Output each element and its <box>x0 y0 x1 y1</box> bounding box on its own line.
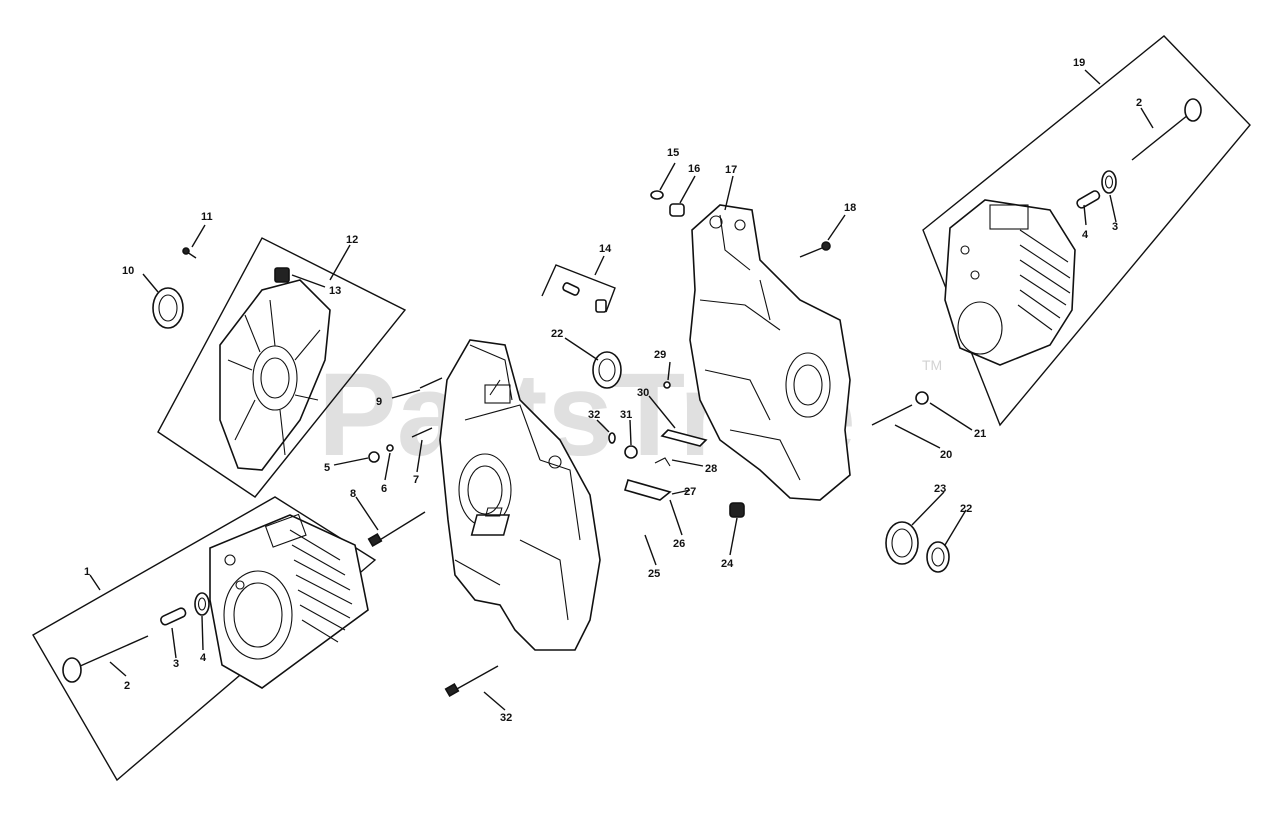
valve-guide-right[interactable] <box>1076 190 1101 210</box>
label-8: 8 <box>350 488 356 500</box>
shim-27[interactable] <box>624 479 672 501</box>
label-7: 7 <box>413 474 419 486</box>
oil-seal-23[interactable] <box>885 521 919 565</box>
label-24: 24 <box>721 558 734 570</box>
label-29: 29 <box>654 349 666 361</box>
oring-15[interactable] <box>650 190 664 200</box>
stud-20[interactable] <box>871 404 913 426</box>
bearing-22-right[interactable] <box>926 541 950 573</box>
label-31: 31 <box>620 409 632 421</box>
bearing-22-left[interactable] <box>592 351 622 389</box>
oil-fill-plug[interactable] <box>274 267 290 283</box>
leader-lines <box>89 69 1154 711</box>
label-1: 1 <box>84 566 90 578</box>
label-10: 10 <box>122 265 134 277</box>
label-17: 17 <box>725 164 737 176</box>
oring-32-mid[interactable] <box>608 432 616 444</box>
label-2-left: 2 <box>124 680 130 692</box>
screw-8[interactable] <box>367 511 426 548</box>
label-19: 19 <box>1073 57 1085 69</box>
valve-seal-right[interactable] <box>1101 170 1117 194</box>
label-18: 18 <box>844 202 856 214</box>
valve-left[interactable] <box>62 635 149 683</box>
label-26: 26 <box>673 538 685 550</box>
callout-labels: 1 2 3 4 5 6 7 8 9 10 11 12 13 14 22 29 3… <box>84 57 1142 724</box>
label-4-right: 4 <box>1082 229 1089 241</box>
screw-18[interactable] <box>799 241 831 258</box>
crankcase-cover[interactable] <box>219 279 331 471</box>
label-30: 30 <box>637 387 649 399</box>
label-9: 9 <box>376 396 382 408</box>
label-23: 23 <box>934 483 946 495</box>
label-21: 21 <box>974 428 986 440</box>
label-32-bottom: 32 <box>500 712 512 724</box>
stud-7[interactable] <box>411 427 433 438</box>
pin-6[interactable] <box>386 444 394 452</box>
group-box-12 <box>157 237 407 498</box>
label-16: 16 <box>688 163 700 175</box>
label-3-right: 3 <box>1112 221 1118 233</box>
label-22-right: 22 <box>960 503 972 515</box>
spring-28[interactable] <box>654 457 671 467</box>
label-20: 20 <box>940 449 952 461</box>
valve-guide-left[interactable] <box>160 607 187 626</box>
nut-21[interactable] <box>915 391 929 405</box>
label-4-left: 4 <box>200 652 207 664</box>
stud-9[interactable] <box>419 377 443 389</box>
valve-right[interactable] <box>1131 98 1202 161</box>
label-28: 28 <box>705 463 717 475</box>
label-12: 12 <box>346 234 358 246</box>
label-2-right: 2 <box>1136 97 1142 109</box>
label-11: 11 <box>201 211 213 223</box>
breather-25[interactable] <box>470 507 511 536</box>
cylinder-left[interactable] <box>209 513 369 689</box>
label-15: 15 <box>667 147 679 159</box>
group-bracket-14 <box>541 264 616 313</box>
cap-24[interactable] <box>729 502 745 518</box>
pin-14a[interactable] <box>562 282 580 296</box>
screw-32-bottom[interactable] <box>444 665 499 698</box>
label-3-left: 3 <box>173 658 179 670</box>
pin-14b[interactable] <box>595 299 607 313</box>
crankcase-block-right[interactable] <box>689 204 851 501</box>
label-6: 6 <box>381 483 387 495</box>
clip-29[interactable] <box>663 381 671 389</box>
group-box-19 <box>922 35 1251 427</box>
label-27: 27 <box>684 486 696 498</box>
label-13: 13 <box>329 285 341 297</box>
crankcase-block-middle[interactable] <box>439 339 601 651</box>
valve-seal-left[interactable] <box>194 592 210 616</box>
oil-seal-left[interactable] <box>152 287 184 329</box>
bushing-16[interactable] <box>669 203 685 217</box>
watermark-trademark: TM <box>922 357 942 373</box>
cylinder-right[interactable] <box>944 199 1076 366</box>
group-box-1 <box>32 496 377 782</box>
label-25: 25 <box>648 568 660 580</box>
label-14: 14 <box>599 243 612 255</box>
label-5: 5 <box>324 462 330 474</box>
plug-31[interactable] <box>624 445 638 459</box>
gasket-30[interactable] <box>660 429 708 447</box>
bolt-11[interactable] <box>182 247 197 259</box>
label-32-mid: 32 <box>588 409 600 421</box>
label-22-left: 22 <box>551 328 563 340</box>
washer-5[interactable] <box>368 451 380 463</box>
